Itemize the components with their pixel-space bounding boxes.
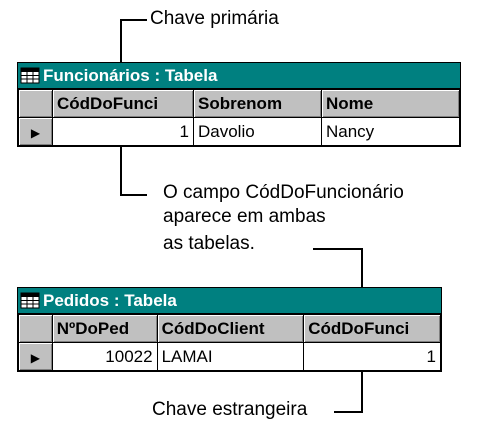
column-header-last-name[interactable]: Sobrenom [193, 89, 322, 118]
employees-table-window[interactable]: Funcionários : Tabela CódDoFunci Sobreno… [17, 62, 461, 147]
employees-grid: CódDoFunci Sobrenom Nome ▶ 1 Davolio Nan… [18, 89, 460, 146]
field-note-line1: O campo CódDoFuncionário [163, 182, 404, 203]
orders-grid: NºDoPed CódDoClient CódDoFunci ▶ 10022 L… [18, 314, 441, 371]
both-tables-line-v [361, 248, 363, 288]
column-header-employee-id[interactable]: CódDoFunci [52, 89, 194, 118]
record-arrow-icon: ▶ [30, 125, 41, 140]
select-all-corner[interactable] [18, 89, 53, 118]
orders-header-row: NºDoPed CódDoClient CódDoFunci [18, 314, 441, 343]
foreign-key-line-h [334, 411, 363, 413]
column-header-customer-id[interactable]: CódDoClient [156, 314, 305, 343]
cell-customer-id[interactable]: LAMAI [156, 342, 305, 371]
field-note-line2: aparece em ambas [163, 206, 326, 227]
employees-titlebar[interactable]: Funcionários : Tabela [18, 63, 460, 89]
table-row: ▶ 10022 LAMAI 1 [18, 342, 441, 371]
employees-header-row: CódDoFunci Sobrenom Nome [18, 89, 460, 118]
column-header-first-name[interactable]: Nome [321, 89, 460, 118]
primary-key-callout: Chave primária [150, 8, 279, 29]
both-tables-line-h [313, 248, 363, 250]
table-icon [20, 67, 40, 84]
primary-key-line-h [120, 19, 147, 21]
primary-key-line-v [120, 19, 122, 63]
table-icon [20, 292, 40, 309]
orders-title: Pedidos : Tabela [43, 290, 177, 310]
record-selector[interactable]: ▶ [18, 117, 53, 146]
foreign-key-callout: Chave estrangeira [152, 399, 308, 420]
field-note-line-v [120, 145, 122, 196]
foreign-key-line-v [361, 371, 363, 413]
cell-first-name[interactable]: Nancy [321, 117, 460, 146]
record-arrow-icon: ▶ [30, 350, 40, 365]
select-all-corner[interactable] [18, 314, 53, 343]
employees-title: Funcionários : Tabela [43, 65, 218, 85]
orders-titlebar[interactable]: Pedidos : Tabela [18, 288, 441, 314]
orders-table-window[interactable]: Pedidos : Tabela NºDoPed CódDoClient Cód… [17, 287, 442, 372]
field-note-line3: as tabelas. [163, 233, 255, 254]
cell-order-id[interactable]: 10022 [51, 342, 158, 371]
column-header-order-id[interactable]: NºDoPed [51, 314, 158, 343]
table-row: ▶ 1 Davolio Nancy [18, 117, 460, 146]
cell-last-name[interactable]: Davolio [193, 117, 322, 146]
column-header-employee-id[interactable]: CódDoFunci [303, 314, 441, 343]
record-selector[interactable]: ▶ [18, 342, 53, 371]
cell-employee-id[interactable]: 1 [52, 117, 194, 146]
cell-employee-id[interactable]: 1 [303, 342, 441, 371]
field-note-line-h [120, 194, 147, 196]
